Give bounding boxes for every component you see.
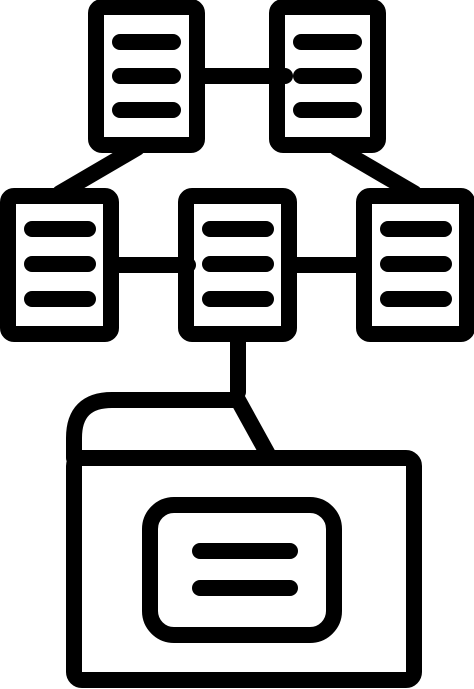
- document-middle-left: [0, 188, 119, 342]
- folder: [66, 392, 422, 688]
- document-middle-center: [178, 188, 297, 342]
- document-top-right: [269, 0, 386, 153]
- document-top-left: [88, 0, 205, 153]
- document-middle-right: [356, 188, 474, 342]
- connector-top-left-diag: [52, 140, 145, 201]
- connector-top-right-diag: [329, 140, 422, 201]
